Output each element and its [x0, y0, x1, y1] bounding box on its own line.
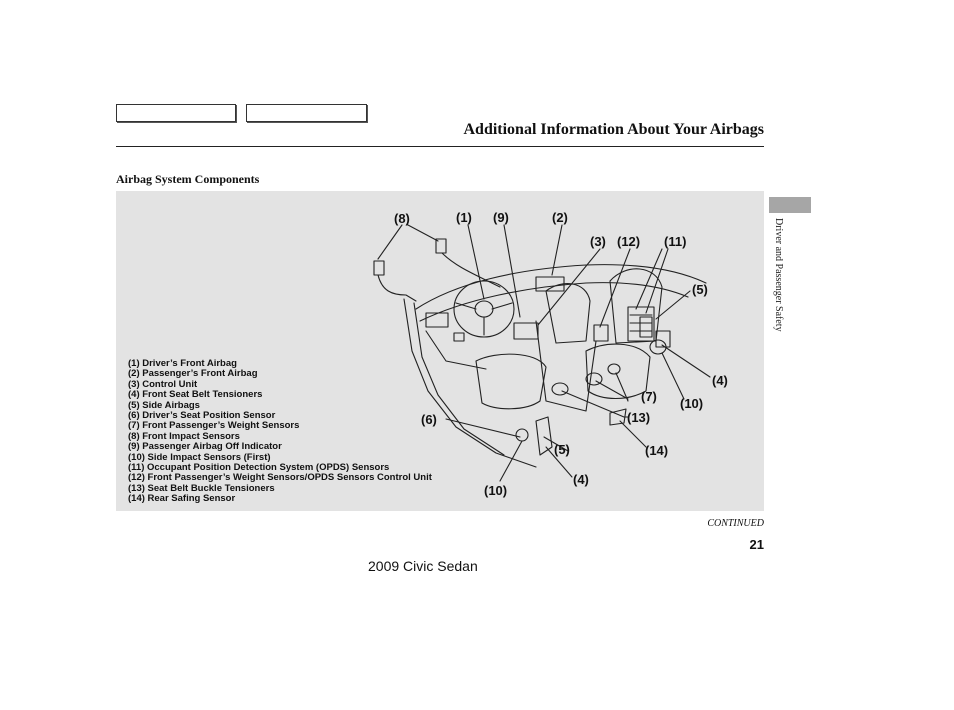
legend-item: (1) Driver’s Front Airbag — [128, 358, 237, 369]
callout-11: (11) — [664, 234, 687, 249]
dashboard-lower — [419, 282, 689, 322]
leader-4-bottom — [545, 446, 573, 478]
nav-tab-right[interactable] — [246, 104, 367, 122]
car-interior-diagram — [373, 224, 711, 482]
section-side-label: Driver and Passenger Safety — [773, 218, 784, 332]
driver-airbag-hub — [474, 300, 494, 318]
leader-13 — [561, 390, 629, 418]
dashboard-panel — [425, 330, 487, 370]
section-thumb-tab[interactable] — [769, 197, 811, 213]
weight-sensor-front — [607, 363, 621, 375]
front-impact-sensor-right — [435, 238, 447, 254]
leader-9 — [503, 224, 521, 318]
control-unit-box — [513, 322, 539, 340]
legend-item: (9) Passenger Airbag Off Indicator — [128, 441, 282, 453]
callout-2: (2) — [552, 210, 568, 225]
callout-9: (9) — [493, 210, 509, 225]
callout-12: (12) — [617, 234, 641, 249]
leader-12 — [599, 248, 631, 328]
weight-sensor-rear — [585, 372, 603, 386]
side-impact-sensor-right — [649, 339, 667, 355]
callout-8: (8) — [394, 211, 410, 226]
leader-5-bottom — [543, 436, 569, 452]
seat-belt-tensioner-right — [655, 330, 671, 348]
page-number: 21 — [749, 537, 764, 552]
steering-wheel-rim — [453, 280, 515, 338]
callout-10-bottom: (10) — [484, 483, 508, 498]
steering-spokes — [455, 302, 513, 336]
leader-10-bottom — [499, 440, 523, 482]
section-heading: Airbag System Components — [116, 172, 260, 186]
side-airbag-module — [639, 316, 653, 338]
leader-7 — [595, 372, 629, 402]
opds-sensor-lines — [629, 314, 653, 332]
callout-7: (7) — [641, 389, 657, 404]
page-title: Additional Information About Your Airbag… — [463, 121, 764, 138]
front-impact-sensor-left — [373, 260, 385, 276]
leader-2 — [551, 224, 563, 276]
seat-belt-tensioner-left — [535, 416, 553, 456]
legend-item: (12) Front Passenger’s Weight Sensors/OP… — [128, 472, 432, 484]
passenger-seat-back — [609, 268, 663, 344]
legend-item: (2) Passenger’s Front Airbag — [128, 368, 258, 380]
legend-item: (7) Front Passenger’s Weight Sensors — [128, 420, 300, 432]
legend-item: (11) Occupant Position Detection System … — [128, 462, 390, 474]
passenger-seat-cushion — [585, 343, 651, 400]
legend-item: (3) Control Unit — [128, 378, 198, 390]
airbag-components-figure: (8) (1) (9) (2) (3) (12) (11) (5) (4) (1… — [116, 191, 764, 511]
nav-tab-left[interactable] — [116, 104, 236, 122]
dashboard-top — [415, 264, 707, 310]
leader-1 — [467, 224, 485, 300]
door-sill-inner — [413, 302, 505, 456]
callout-1: (1) — [456, 210, 472, 225]
weight-sensor-control-unit — [593, 324, 609, 342]
leader-11 — [635, 248, 669, 314]
leader-4-right — [661, 344, 711, 378]
buckle-tensioner — [551, 382, 569, 396]
sensor-wire-right — [441, 252, 501, 288]
legend-item: (8) Front Impact Sensors — [128, 430, 240, 442]
legend-item: (4) Front Seat Belt Tensioners — [128, 389, 263, 401]
instrument-vent — [425, 312, 449, 328]
callout-10-right: (10) — [680, 396, 704, 411]
component-legend: (1) Driver’s Front Airbag (2) Passenger’… — [128, 358, 432, 505]
legend-item: (6) Driver’s Seat Position Sensor — [128, 410, 276, 422]
title-divider — [116, 146, 764, 147]
opds-sensor-panel — [627, 306, 655, 342]
callout-3: (3) — [590, 234, 606, 249]
door-sill-outline — [403, 298, 537, 468]
leader-10-right — [661, 352, 685, 400]
callout-14: (14) — [645, 443, 669, 458]
dash-switch — [453, 332, 465, 342]
continued-label: CONTINUED — [707, 518, 764, 529]
leader-5-top — [655, 290, 691, 320]
driver-seat-back — [545, 283, 591, 344]
footer-model-label: 2009 Civic Sedan — [368, 558, 478, 574]
callout-5-top: (5) — [692, 282, 708, 297]
callout-6: (6) — [421, 412, 437, 427]
callout-5-bottom: (5) — [554, 442, 570, 457]
leader-8 — [377, 224, 439, 260]
callout-4-bottom: (4) — [573, 472, 589, 487]
callout-4-right: (4) — [712, 373, 728, 388]
driver-seat-cushion — [475, 353, 547, 410]
leader-6 — [445, 418, 521, 438]
leader-14 — [619, 420, 647, 448]
legend-item: (14) Rear Safing Sensor — [128, 493, 236, 505]
sensor-wire-left — [377, 274, 417, 302]
rear-safing-sensor — [609, 408, 627, 426]
leader-3 — [537, 248, 601, 326]
legend-item: (5) Side Airbags — [128, 399, 200, 411]
legend-item: (13) Seat Belt Buckle Tensioners — [128, 482, 275, 494]
callout-13: (13) — [627, 410, 651, 425]
side-impact-sensor-left — [515, 428, 529, 442]
legend-item: (10) Side Impact Sensors (First) — [128, 451, 271, 463]
